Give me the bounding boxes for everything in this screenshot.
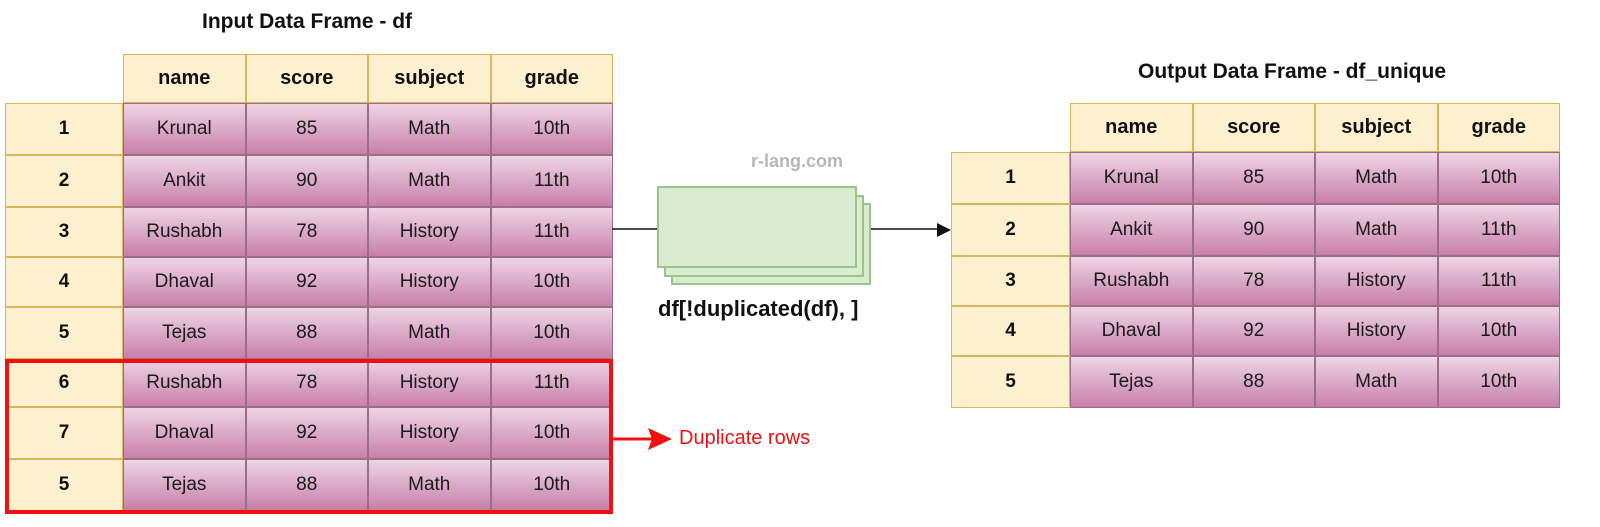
row-index: 7 [5,407,123,459]
table-cell-score: 78 [245,359,368,407]
table-cell-name: Krunal [1070,152,1193,204]
table-cell-grade: 10th [1437,356,1560,408]
column-header-grade: grade [490,54,613,103]
table-cell-subject: Math [1315,356,1438,408]
table-cell-score: 92 [1192,306,1315,356]
duplicate-rows-label: Duplicate rows [679,427,811,449]
column-header-subject: subject [368,54,491,103]
table-cell-score: 90 [245,155,368,207]
row-index: 1 [5,103,123,155]
table-cell-score: 92 [245,257,368,307]
row-index: 1 [951,152,1070,204]
table-cell-score: 78 [245,207,368,257]
table-cell-name: Rushabh [123,359,246,407]
watermark: r-lang.com [751,151,844,171]
table-cell-score: 88 [1192,356,1315,408]
row-index: 2 [951,204,1070,256]
table-cell-name: Ankit [123,155,246,207]
table-cell-name: Tejas [1070,356,1193,408]
column-header-score: score [1192,103,1315,152]
table-cell-score: 90 [1192,204,1315,256]
table-cell-name: Rushabh [123,207,246,257]
table-cell-grade: 10th [490,103,613,155]
table-cell-subject: History [1315,256,1438,306]
table-cell-grade: 10th [490,257,613,307]
table-cell-name: Dhaval [123,407,246,459]
table-cell-grade: 11th [1437,204,1560,256]
row-index: 5 [5,307,123,359]
row-index: 5 [5,459,123,511]
column-header-name: name [1070,103,1193,152]
table-cell-subject: Math [1315,204,1438,256]
table-cell-grade: 10th [1437,306,1560,356]
input-title: Input Data Frame - df [202,10,413,33]
table-cell-subject: History [368,207,491,257]
table-cell-grade: 11th [490,359,613,407]
table-cell-subject: Math [368,103,491,155]
row-index: 2 [5,155,123,207]
row-index: 3 [5,207,123,257]
table-cell-name: Dhaval [1070,306,1193,356]
column-header-subject: subject [1315,103,1438,152]
row-index: 5 [951,356,1070,408]
table-cell-name: Rushabh [1070,256,1193,306]
table-cell-grade: 10th [490,307,613,359]
row-index: 6 [5,359,123,407]
column-header-name: name [123,54,246,103]
table-cell-score: 92 [245,407,368,459]
table-cell-subject: History [368,359,491,407]
duplicate-rows-box [5,359,613,514]
table-cell-score: 78 [1192,256,1315,306]
table-cell-subject: History [368,407,491,459]
table-cell-subject: History [1315,306,1438,356]
table-cell-name: Dhaval [123,257,246,307]
row-index: 3 [951,256,1070,306]
table-cell-grade: 11th [1437,256,1560,306]
column-header-grade: grade [1437,103,1560,152]
table-cell-grade: 10th [490,407,613,459]
table-cell-score: 85 [1192,152,1315,204]
table-cell-name: Tejas [123,459,246,511]
function-label: df[!duplicated(df), ] [658,296,859,321]
function-page-front [657,186,857,268]
output-title: Output Data Frame - df_unique [1138,60,1447,83]
row-index: 4 [951,306,1070,356]
table-cell-grade: 11th [490,207,613,257]
column-header-score: score [245,54,368,103]
row-index: 4 [5,257,123,307]
table-cell-score: 88 [245,307,368,359]
table-cell-grade: 10th [1437,152,1560,204]
table-cell-grade: 11th [490,155,613,207]
table-cell-name: Tejas [123,307,246,359]
table-cell-grade: 10th [490,459,613,511]
table-cell-subject: History [368,257,491,307]
table-cell-score: 85 [245,103,368,155]
table-cell-subject: Math [368,155,491,207]
output-arrowhead [937,223,951,237]
table-cell-subject: Math [1315,152,1438,204]
table-cell-name: Krunal [123,103,246,155]
table-cell-subject: Math [368,307,491,359]
duplicate-arrowhead [648,428,672,450]
table-cell-name: Ankit [1070,204,1193,256]
